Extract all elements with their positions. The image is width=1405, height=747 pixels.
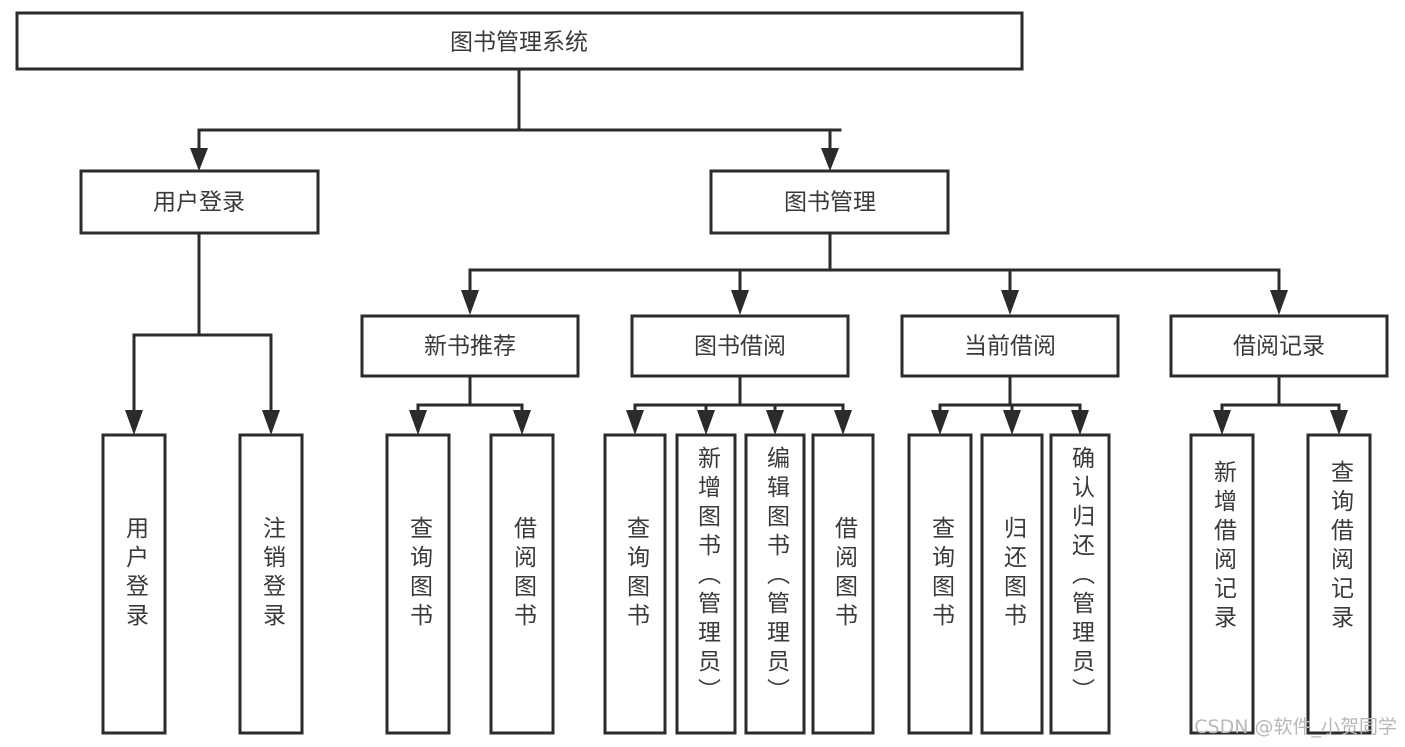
- connector-borrow-to-leaves: [626, 374, 852, 435]
- connector-user-login-to-leaves: [125, 231, 280, 435]
- node-new-book-recommend-label: 新书推荐: [424, 334, 516, 360]
- leaf-node-confirm-return-admin[interactable]: [1049, 433, 1111, 735]
- connector-root-to-level2: [190, 67, 842, 171]
- node-user-login-label: 用户登录: [153, 190, 245, 216]
- node-user-login[interactable]: 用户登录: [79, 169, 320, 235]
- node-borrow-records[interactable]: 借阅记录: [1169, 314, 1389, 378]
- node-book-management[interactable]: 图书管理: [709, 169, 950, 235]
- leaf-node-edit-book-admin[interactable]: [744, 433, 806, 735]
- node-book-borrow-label: 图书借阅: [694, 334, 786, 360]
- node-root-system-label: 图书管理系统: [450, 30, 588, 56]
- leaf-node-add-record[interactable]: [1189, 433, 1255, 735]
- leaf-node-add-book-admin[interactable]: [675, 433, 737, 735]
- leaf-node-user-login[interactable]: [101, 433, 167, 735]
- leaf-node-query-book-borrow[interactable]: [603, 433, 667, 735]
- leaf-node-borrow-book[interactable]: [811, 433, 875, 735]
- node-borrow-records-label: 借阅记录: [1233, 334, 1325, 360]
- leaf-node-return-book[interactable]: [980, 433, 1044, 735]
- watermark-text: CSDN @软件_小贺同学: [1194, 716, 1397, 738]
- leaf-node-query-book-rec[interactable]: [385, 433, 451, 735]
- node-new-book-recommend[interactable]: 新书推荐: [360, 314, 580, 378]
- leaf-node-query-book-current[interactable]: [907, 433, 973, 735]
- node-current-borrow[interactable]: 当前借阅: [900, 314, 1120, 378]
- connector-current-borrow-to-leaves: [931, 374, 1089, 435]
- connector-new-book-to-leaves: [409, 374, 531, 435]
- node-current-borrow-label: 当前借阅: [964, 334, 1056, 360]
- leaf-node-logout[interactable]: [238, 433, 304, 735]
- connector-book-mgmt-to-level3: [461, 231, 1288, 315]
- leaf-node-borrow-book-rec[interactable]: [489, 433, 555, 735]
- connector-records-to-leaves: [1213, 374, 1348, 435]
- node-book-borrow[interactable]: 图书借阅: [630, 314, 850, 378]
- node-book-management-label: 图书管理: [784, 190, 876, 216]
- leaf-node-query-record[interactable]: [1306, 433, 1372, 735]
- node-root-system[interactable]: 图书管理系统: [15, 11, 1024, 71]
